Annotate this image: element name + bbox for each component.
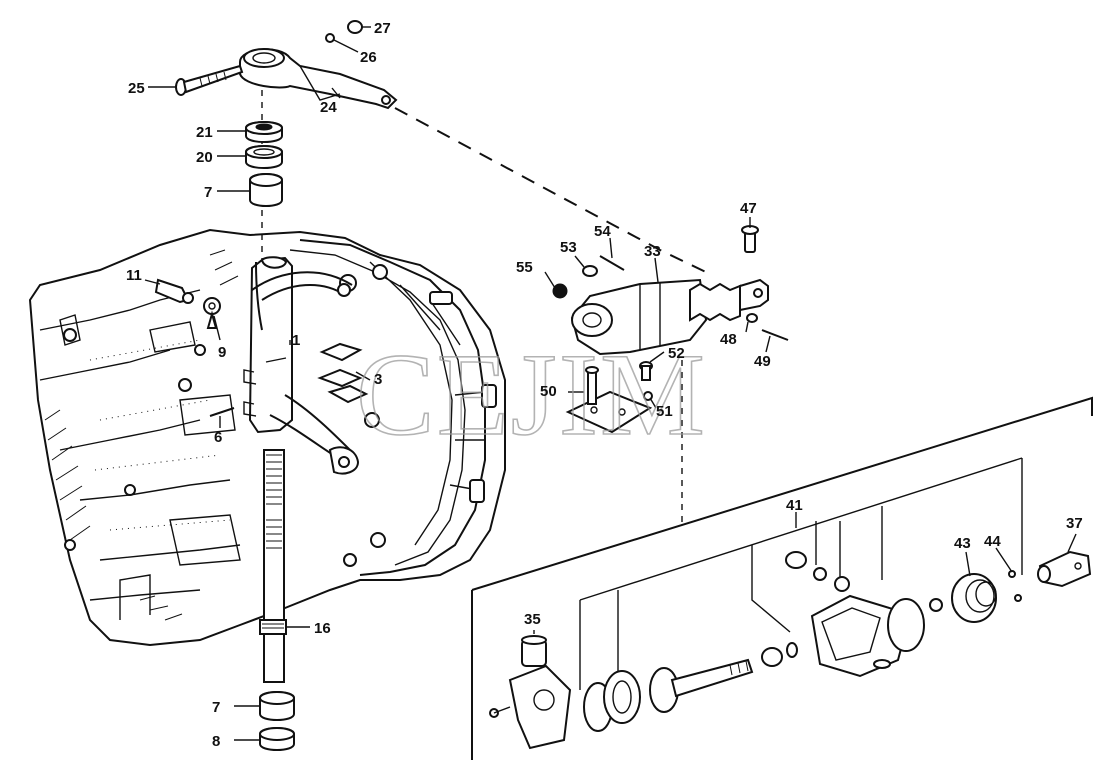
callout-25: 25 — [128, 80, 145, 97]
pin-54 — [599, 255, 625, 271]
release-fork — [243, 256, 360, 475]
callout-52: 52 — [668, 345, 685, 362]
pin-49 — [761, 329, 789, 341]
bushing-small — [761, 647, 783, 667]
callout-55: 55 — [516, 259, 533, 276]
seal-ring — [603, 670, 641, 724]
ring-a — [813, 567, 827, 581]
cylinder-body — [810, 594, 925, 678]
bushing-7-lower — [259, 691, 295, 721]
callout-48: 48 — [720, 331, 737, 348]
nut-55 — [552, 283, 568, 299]
clevis-37 — [1037, 550, 1092, 588]
bearing-20 — [245, 145, 283, 169]
callout-44: 44 — [984, 533, 1001, 550]
callout-11: 11 — [126, 267, 142, 284]
callout-50: 50 — [540, 383, 557, 400]
frame-top — [471, 396, 1093, 591]
callout-labels: 25 27 26 24 21 20 7 11 9 1 3 6 16 7 8 47… — [126, 20, 1083, 750]
shaft-16 — [259, 449, 287, 683]
callout-41: 41 — [786, 497, 803, 514]
callout-47: 47 — [740, 200, 757, 217]
ring-b — [834, 576, 850, 592]
bushing-7-upper — [249, 173, 283, 207]
watermark: CEJIM — [356, 329, 707, 460]
clip-44 — [1008, 570, 1022, 602]
lever-24 — [239, 48, 398, 110]
bracket-50 — [565, 366, 653, 434]
callout-21: 21 — [196, 124, 213, 141]
bracket-9 — [203, 297, 221, 329]
sensor-11 — [154, 278, 194, 304]
callout-49: 49 — [754, 353, 771, 370]
end-cap — [489, 664, 572, 750]
bolt-25 — [175, 64, 244, 96]
callout-37: 37 — [1066, 515, 1083, 532]
callout-1: 1 — [292, 332, 300, 349]
callout-27: 27 — [374, 20, 391, 37]
pin-6 — [209, 407, 235, 417]
callout-33: 33 — [644, 243, 661, 260]
ring-small — [786, 642, 798, 658]
callout-8: 8 — [212, 733, 220, 750]
clips-3 — [317, 342, 369, 404]
callout-20: 20 — [196, 149, 213, 166]
spring-43 — [951, 573, 997, 623]
washer-48 — [746, 313, 758, 323]
bolt-52 — [639, 361, 653, 381]
callout-9: 9 — [218, 344, 226, 361]
piston-rod — [649, 658, 754, 713]
callout-24: 24 — [320, 99, 337, 116]
callout-3: 3 — [374, 371, 382, 388]
nut-27 — [347, 20, 363, 34]
washer-mid — [929, 598, 943, 612]
callout-43: 43 — [954, 535, 971, 552]
callout-54: 54 — [594, 223, 611, 240]
plug — [785, 551, 807, 569]
gearbox-housing — [28, 228, 506, 647]
callout-7-lower: 7 — [212, 699, 220, 716]
callout-7-upper: 7 — [204, 184, 212, 201]
leader-lines — [144, 26, 1077, 741]
callout-16: 16 — [314, 620, 331, 637]
washer-53 — [582, 265, 598, 277]
callout-51: 51 — [656, 403, 673, 420]
seal-21 — [245, 121, 283, 143]
bushing-8 — [259, 727, 295, 751]
callout-35: 35 — [524, 611, 541, 628]
washer-26 — [325, 33, 335, 43]
callout-53: 53 — [560, 239, 577, 256]
callout-6: 6 — [214, 429, 222, 446]
cylinder-33 — [570, 278, 769, 356]
callout-26: 26 — [360, 49, 377, 66]
